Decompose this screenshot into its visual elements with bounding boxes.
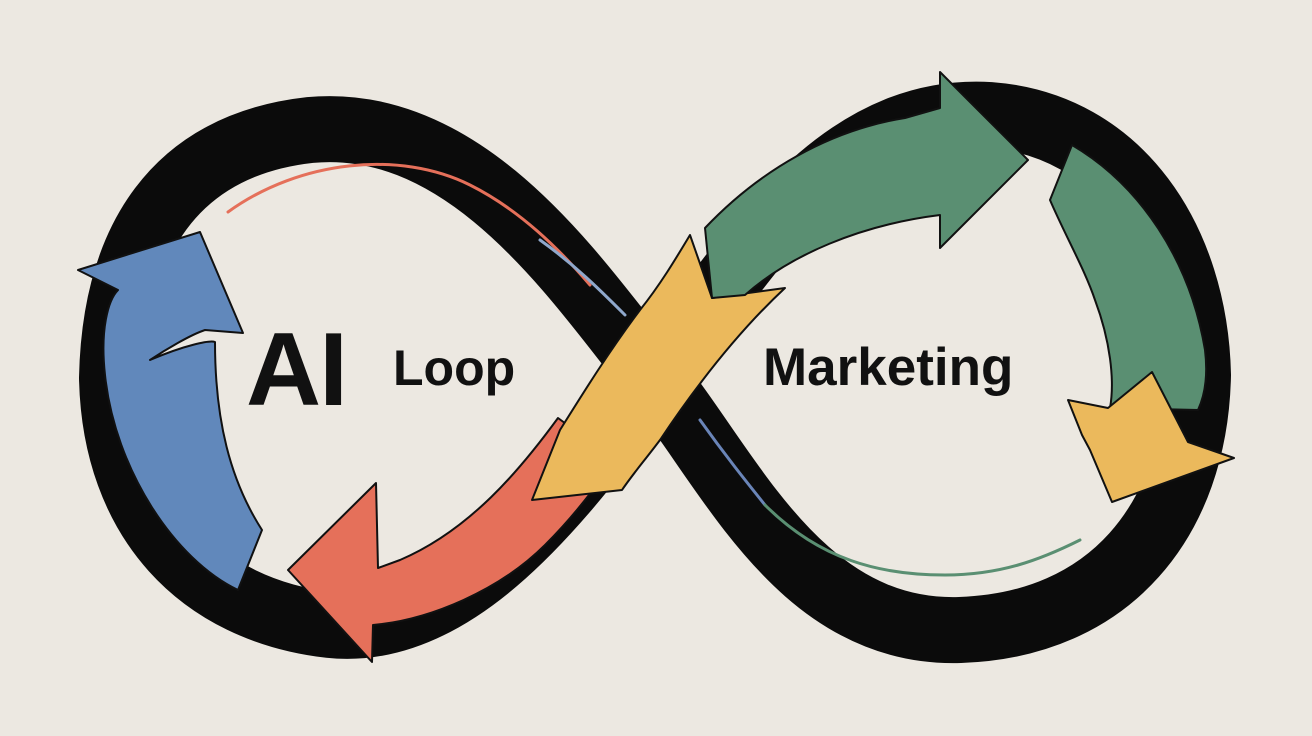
inner-line-red xyxy=(226,162,592,287)
inner-line-blue-upper xyxy=(538,238,627,317)
yellow-arrow-right xyxy=(1067,371,1235,503)
ai-label: AI xyxy=(246,312,346,428)
yellow-arrow xyxy=(531,234,786,501)
red-arrow xyxy=(287,417,616,663)
loop-label: Loop xyxy=(393,340,515,396)
green-arrow xyxy=(704,71,1029,299)
blue-arrow xyxy=(77,231,263,591)
inner-line-blue-lower xyxy=(698,418,767,507)
marketing-label: Marketing xyxy=(763,338,1013,397)
green-arc xyxy=(1049,144,1208,411)
inner-line-green xyxy=(763,503,1082,577)
